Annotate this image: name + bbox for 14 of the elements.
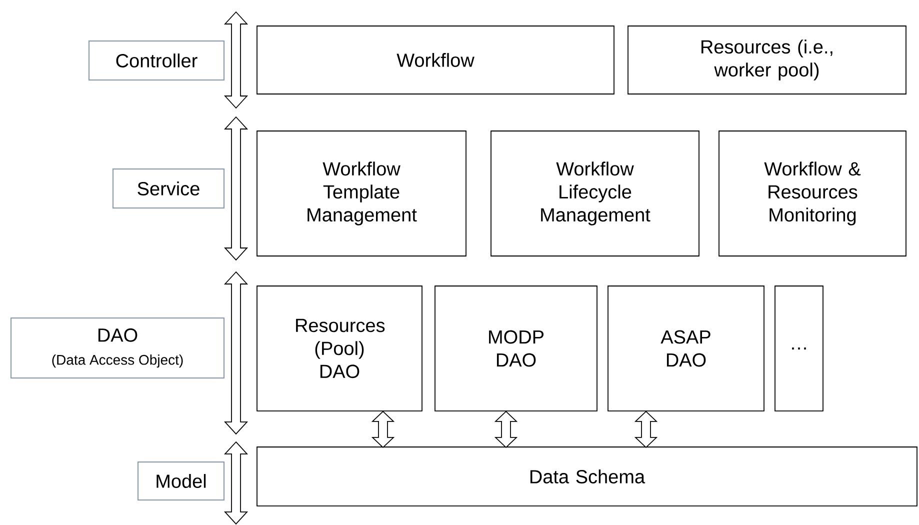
component-box: Resources (Pool) DAO: [256, 286, 422, 412]
layer-label-box: Service: [112, 168, 224, 208]
component-box: …: [774, 286, 824, 412]
component-box: Workflow: [256, 26, 614, 94]
layer-label-box: Model: [138, 461, 224, 500]
component-box: Workflow & Resources Monitoring: [718, 130, 906, 256]
component-box: MODP DAO: [434, 286, 598, 412]
component-box: Resources (i.e., worker pool): [628, 26, 906, 94]
layer-label-box: Controller: [88, 40, 224, 80]
component-box: Workflow Lifecycle Management: [490, 130, 700, 256]
component-box: Workflow Template Management: [256, 130, 466, 256]
layer-label-box: DAO (Data Access Object): [10, 318, 224, 378]
component-box: Data Schema: [256, 446, 918, 506]
component-box: ASAP DAO: [608, 286, 764, 412]
